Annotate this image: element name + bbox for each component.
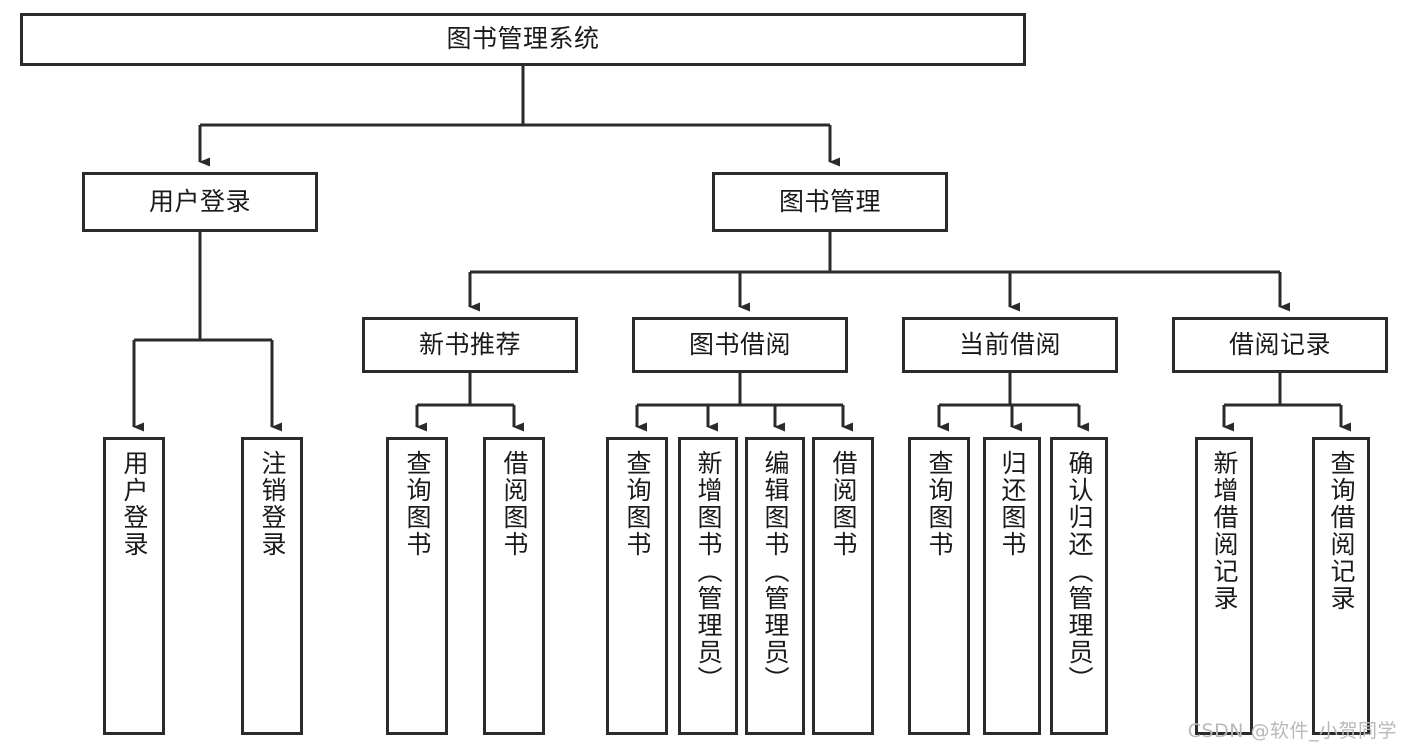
connector-root-to-level2 xyxy=(198,66,840,167)
leaf-search-borrow-record-label: 查询借阅记录 xyxy=(1327,450,1356,612)
node-book-borrow[interactable]: 图书借阅 xyxy=(632,317,848,373)
leaf-user-logout[interactable]: 注销登录 xyxy=(241,437,303,735)
node-borrow-record-label: 借阅记录 xyxy=(1228,329,1331,359)
connector-login-to-leaves xyxy=(132,232,282,432)
leaf-search-book-current-label: 查询图书 xyxy=(925,450,954,558)
node-current-borrow-label: 当前借阅 xyxy=(958,329,1061,359)
watermark: CSDN @软件_小贺同学 xyxy=(1187,720,1397,742)
node-current-borrow[interactable]: 当前借阅 xyxy=(902,317,1118,373)
leaf-borrow-book-label: 借阅图书 xyxy=(829,450,858,558)
leaf-add-book-admin[interactable]: 新增图书（管理员） xyxy=(678,437,738,735)
leaf-search-book-borrow-label: 查询图书 xyxy=(623,450,652,558)
node-book-management-label: 图书管理 xyxy=(778,186,881,216)
node-new-book-recommend[interactable]: 新书推荐 xyxy=(362,317,578,373)
connector-newbooks-to-leaves xyxy=(415,373,524,432)
connector-record-to-leaves xyxy=(1222,373,1351,432)
node-user-login[interactable]: 用户登录 xyxy=(82,172,318,232)
leaf-search-book-recommend[interactable]: 查询图书 xyxy=(386,437,448,735)
leaf-search-book-current[interactable]: 查询图书 xyxy=(908,437,970,735)
node-borrow-record[interactable]: 借阅记录 xyxy=(1172,317,1388,373)
connector-current-to-leaves xyxy=(937,373,1089,432)
node-root-label: 图书管理系统 xyxy=(446,24,600,54)
leaf-add-borrow-record[interactable]: 新增借阅记录 xyxy=(1195,437,1253,735)
leaf-return-book-label: 归还图书 xyxy=(998,450,1027,558)
connector-borrow-to-leaves xyxy=(635,373,853,432)
leaf-borrow-book[interactable]: 借阅图书 xyxy=(812,437,874,735)
leaf-user-login-label: 用户登录 xyxy=(120,450,149,558)
node-user-login-label: 用户登录 xyxy=(148,186,251,216)
leaf-borrow-book-recommend-label: 借阅图书 xyxy=(500,450,529,558)
leaf-confirm-return-admin-label: 确认归还（管理员） xyxy=(1065,450,1094,693)
leaf-confirm-return-admin[interactable]: 确认归还（管理员） xyxy=(1050,437,1108,735)
leaf-search-borrow-record[interactable]: 查询借阅记录 xyxy=(1312,437,1370,735)
node-new-book-recommend-label: 新书推荐 xyxy=(418,329,521,359)
leaf-user-login[interactable]: 用户登录 xyxy=(103,437,165,735)
leaf-edit-book-admin[interactable]: 编辑图书（管理员） xyxy=(745,437,805,735)
leaf-edit-book-admin-label: 编辑图书（管理员） xyxy=(761,450,790,693)
node-book-borrow-label: 图书借阅 xyxy=(688,329,791,359)
leaf-user-logout-label: 注销登录 xyxy=(258,450,287,558)
connector-books-to-level3 xyxy=(468,232,1290,312)
leaf-search-book-recommend-label: 查询图书 xyxy=(403,450,432,558)
leaf-search-book-borrow[interactable]: 查询图书 xyxy=(606,437,668,735)
leaf-return-book[interactable]: 归还图书 xyxy=(983,437,1041,735)
node-root[interactable]: 图书管理系统 xyxy=(20,13,1026,66)
leaf-add-borrow-record-label: 新增借阅记录 xyxy=(1210,450,1239,612)
node-book-management[interactable]: 图书管理 xyxy=(712,172,948,232)
leaf-borrow-book-recommend[interactable]: 借阅图书 xyxy=(483,437,545,735)
leaf-add-book-admin-label: 新增图书（管理员） xyxy=(694,450,723,693)
